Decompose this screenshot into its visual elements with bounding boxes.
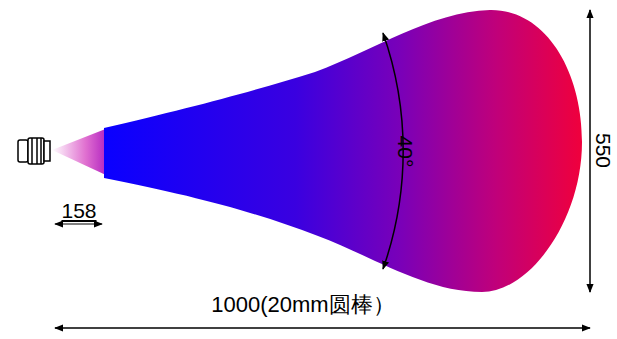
scanner-icon	[18, 138, 50, 164]
near-dimension	[55, 223, 102, 224]
angle-label: 40°	[395, 135, 416, 167]
height-dimension	[589, 10, 591, 292]
near-distance-label: 158	[61, 200, 96, 221]
range-label: 1000(20mm圆棒）	[211, 294, 394, 316]
scan-field	[104, 10, 582, 292]
range-dimension	[55, 327, 590, 329]
height-label: 550	[593, 132, 614, 167]
light-cone	[52, 128, 108, 176]
